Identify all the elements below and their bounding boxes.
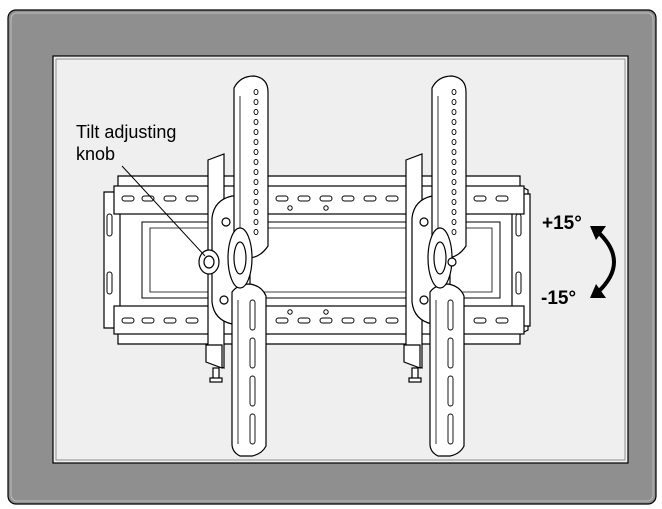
tv-frame-inner-edge	[10, 12, 654, 502]
top-slot	[275, 195, 289, 202]
bottom-slot	[341, 317, 355, 324]
bottom-slot	[473, 317, 487, 324]
top-slot	[495, 195, 509, 202]
left-tab-slot-2	[106, 271, 113, 295]
bottom-rail-slots	[121, 317, 509, 324]
tilt-knob-callout-line1: Tilt adjusting	[76, 122, 177, 142]
top-slot	[163, 195, 177, 202]
left-arm-lower-slots	[249, 299, 256, 445]
bottom-slot	[163, 317, 177, 324]
top-slot	[297, 195, 311, 202]
tilt-down-label: -15°	[541, 288, 577, 309]
top-slot	[341, 195, 355, 202]
top-slot	[121, 195, 135, 202]
top-slot	[385, 195, 399, 202]
tilt-up-label: +15°	[542, 213, 582, 234]
bottom-slot	[495, 317, 509, 324]
bottom-slot	[275, 317, 289, 324]
bottom-slot	[363, 317, 377, 324]
right-arm-lower-strap	[429, 283, 465, 457]
right-tab-slot-2	[515, 271, 522, 295]
right-arm-upper-holes	[451, 88, 457, 236]
top-slot	[319, 195, 333, 202]
top-slot	[363, 195, 377, 202]
left-arm-lower-strap	[231, 283, 267, 457]
bottom-slot	[185, 317, 199, 324]
tilt-knob-callout-line2: knob	[76, 144, 116, 164]
left-mount-arm	[198, 75, 269, 457]
left-tab-slot-1	[106, 213, 113, 237]
callout-leader-line	[121, 165, 206, 257]
bottom-slot	[141, 317, 155, 324]
bottom-slot	[297, 317, 311, 324]
wall-plate-center-inner	[149, 227, 493, 293]
bottom-slot	[319, 317, 333, 324]
tv-screen-edge	[55, 58, 626, 461]
top-slot	[473, 195, 487, 202]
right-mount-arm	[403, 75, 467, 457]
right-tab-slot-1	[515, 213, 522, 237]
bottom-slot	[121, 317, 135, 324]
top-slot	[185, 195, 199, 202]
bottom-slot	[385, 317, 399, 324]
curved-double-arrow-icon	[590, 226, 616, 298]
rail-holes	[287, 205, 329, 315]
top-rail-slots	[121, 195, 509, 202]
right-arm-lower-slots	[447, 299, 454, 445]
left-arm-upper-holes	[253, 88, 259, 236]
